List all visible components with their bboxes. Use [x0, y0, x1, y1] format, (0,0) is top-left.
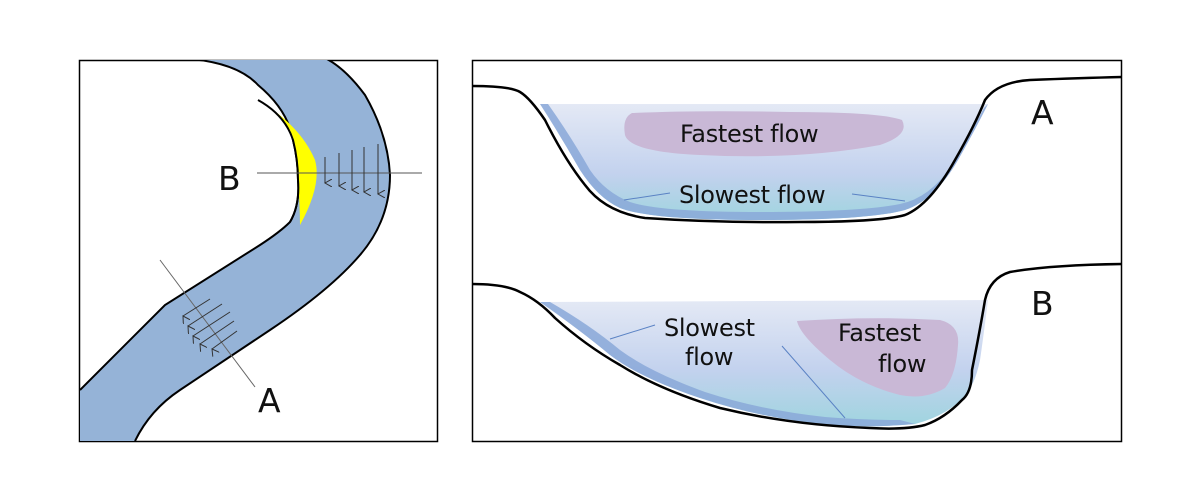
flow-arrows-a [183, 298, 238, 349]
section-a-letter: A [1031, 93, 1054, 132]
section-a-slowest-label: Slowest flow [679, 181, 825, 209]
section-b-slowest-leader-left [609, 324, 656, 340]
section-a-slowest-leader-left [623, 192, 671, 201]
section-a-fastest-label: Fastest flow [680, 120, 818, 148]
section-b-bank-shading [540, 302, 915, 427]
section-b-fastest-label-line2: flow [878, 350, 926, 378]
plan-view-panel: B A [78, 59, 439, 443]
arrow-icon [188, 303, 223, 326]
cross-section-panel: Fastest flow Slowest flow A Slowest flow… [471, 59, 1123, 443]
section-b-channel-outline [472, 262, 1122, 430]
cross-section-a: Fastest flow Slowest flow A [472, 75, 1122, 224]
section-b-slowest-leader-bottom [781, 345, 846, 419]
section-b-letter: B [1031, 284, 1054, 323]
arrow-icon [212, 330, 238, 349]
arrow-icon [200, 320, 235, 344]
inner-bank-overlay [257, 99, 300, 223]
section-b-fastest-zone [797, 318, 959, 397]
section-line-a [159, 259, 256, 388]
river-outer-bank [134, 60, 392, 441]
section-a-channel-outline [472, 75, 1122, 224]
cross-section-b: Slowest flow Fastest flow B [472, 262, 1122, 430]
plan-label-a: A [258, 381, 281, 420]
arrow-icon [193, 311, 231, 336]
flow-arrows-b [325, 144, 378, 194]
section-b-slowest-label-line2: flow [685, 343, 733, 371]
section-b-slowest-label-line1: Slowest [664, 314, 755, 342]
section-a-fastest-zone [624, 111, 904, 157]
section-b-fastest-label-line1: Fastest [838, 319, 921, 347]
plan-label-b: B [218, 159, 241, 198]
point-bar-deposit [258, 100, 317, 225]
arrow-icon [183, 298, 211, 316]
section-a-slowest-leader-right [851, 193, 906, 202]
